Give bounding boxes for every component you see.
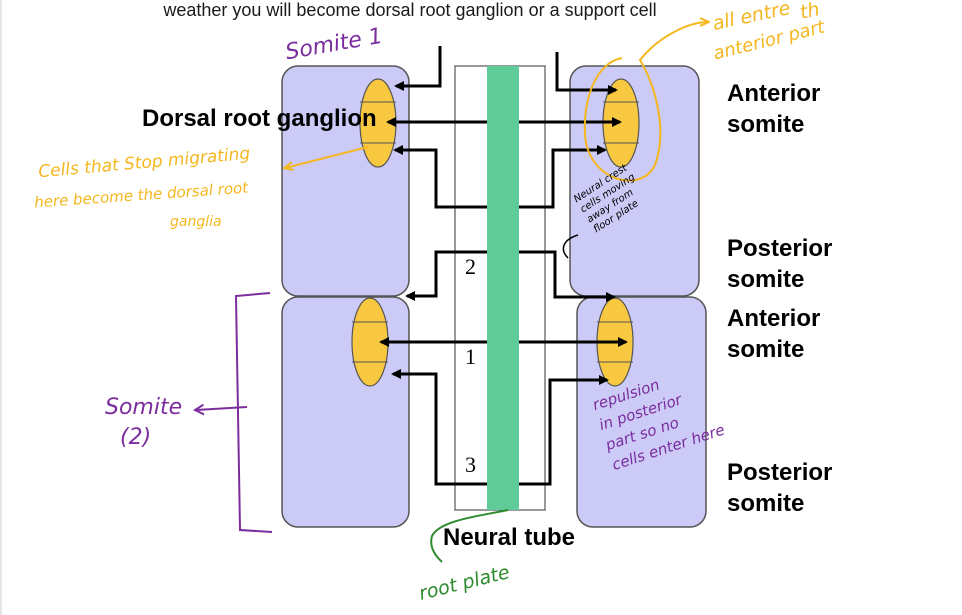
- label-anterior-somite-1b: somite: [727, 111, 805, 138]
- crest-arrow-hw: [562, 234, 579, 259]
- hw-somite-2-number: (2): [120, 425, 152, 450]
- label-anterior-somite-2a: Anterior: [727, 305, 821, 332]
- neural-tube-floor: [487, 66, 519, 510]
- pathway-number-1: 1: [465, 344, 476, 369]
- label-posterior-somite-1a: Posterior: [727, 235, 833, 262]
- label-neural-tube: Neural tube: [443, 524, 576, 551]
- somite-block-left-lower: [281, 296, 410, 528]
- label-anterior-somite-2b: somite: [727, 336, 805, 363]
- page-caption: weather you will become dorsal root gang…: [163, 0, 657, 20]
- window-left-border: [0, 0, 2, 615]
- hw-somite-2-word: Somite: [105, 395, 183, 420]
- pathway-number-2: 2: [465, 254, 476, 279]
- ganglion-left-lower: [351, 297, 389, 387]
- pathway-number-3: 3: [465, 452, 476, 477]
- label-anterior-somite-1a: Anterior: [727, 80, 821, 107]
- label-posterior-somite-2a: Posterior: [727, 459, 833, 486]
- label-posterior-somite-2b: somite: [727, 490, 805, 517]
- orange-annotations: [285, 22, 708, 182]
- hw-cells-stop-line3: ganglia: [170, 214, 222, 230]
- label-dorsal-root-ganglion: Dorsal root ganglion: [142, 105, 377, 132]
- label-posterior-somite-1b: somite: [727, 266, 805, 293]
- purple-annotations: [196, 292, 273, 533]
- green-annotation-arrow: [430, 509, 509, 563]
- migration-pathways: [379, 46, 628, 486]
